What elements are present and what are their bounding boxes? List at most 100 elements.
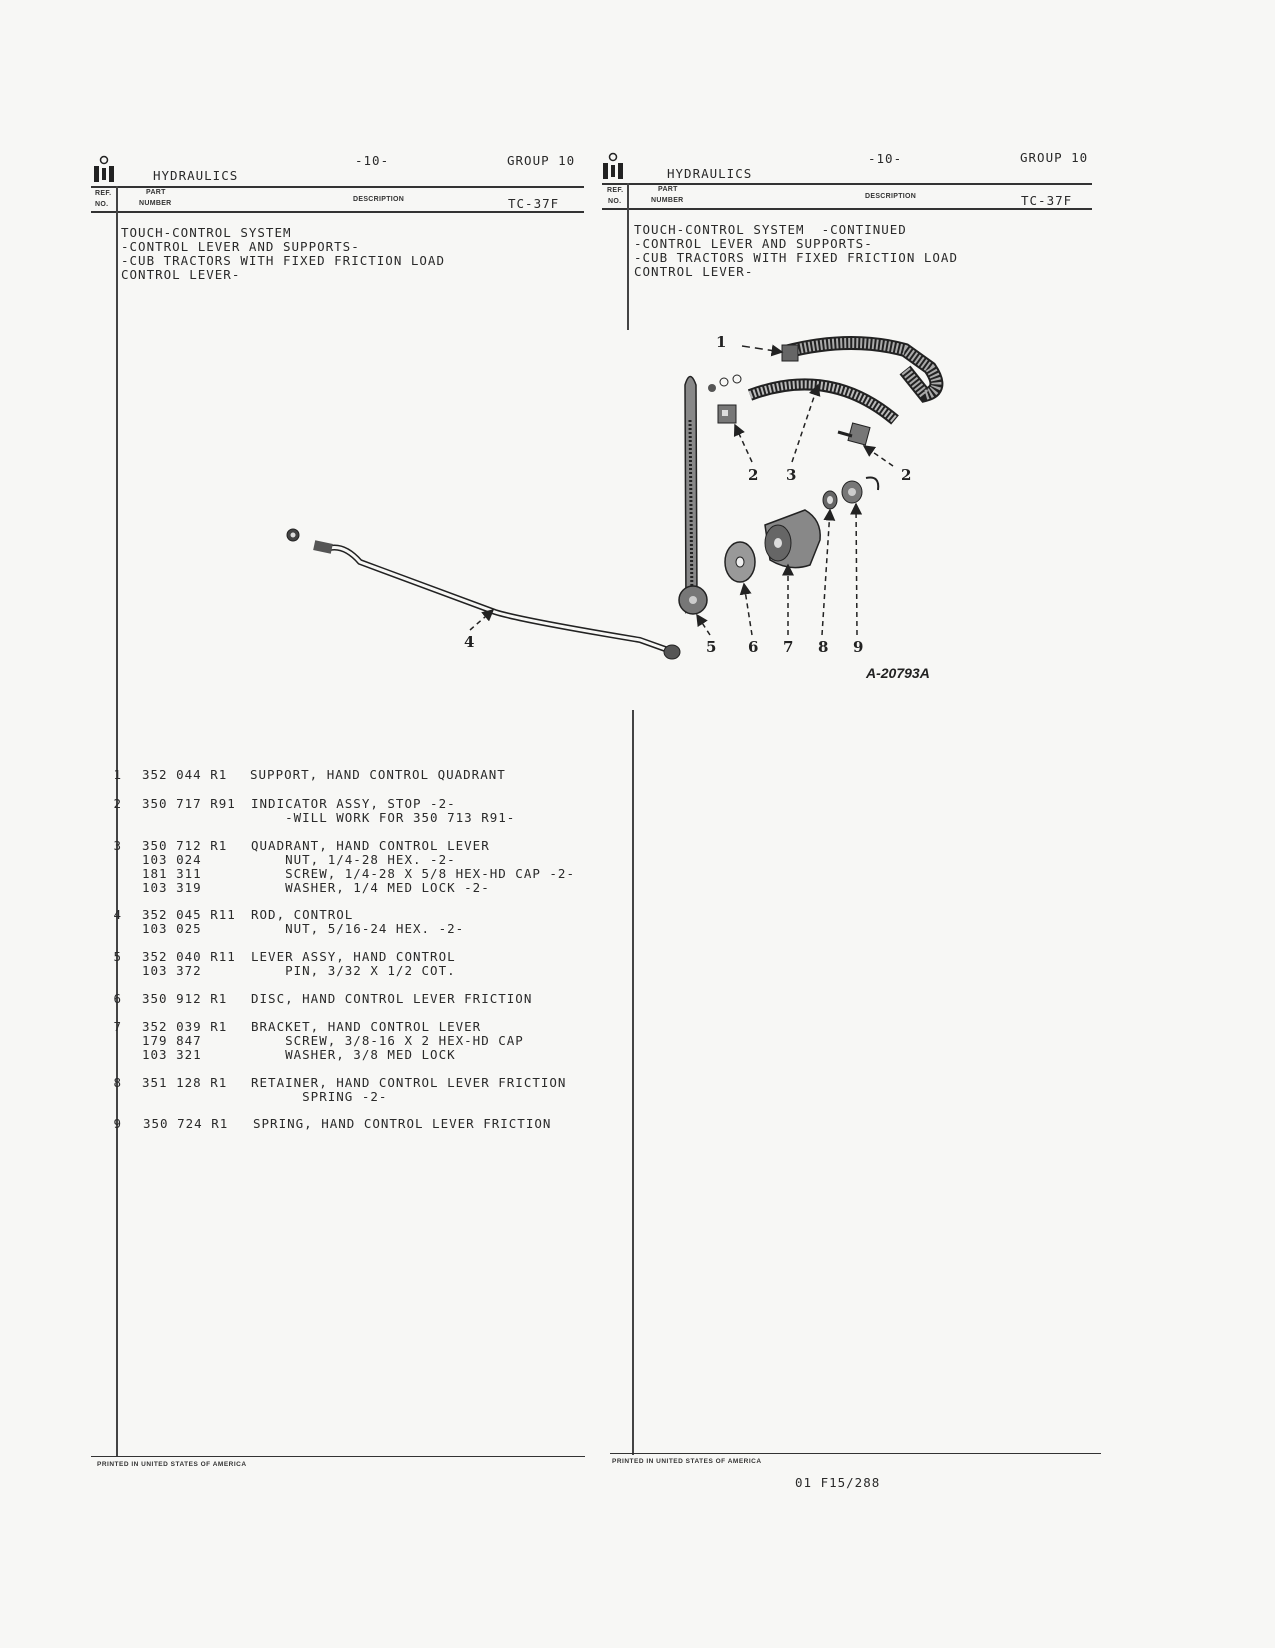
callout-9: 9 — [853, 638, 864, 656]
part-number: 103 319 — [142, 880, 202, 895]
left-col-ref-1: REF. — [95, 190, 112, 197]
callout-7: 7 — [783, 638, 794, 656]
nut-drawing — [708, 384, 716, 392]
left-heading-line-3: -CUB TRACTORS WITH FIXED FRICTION LOAD — [121, 253, 445, 268]
ih-logo-icon — [603, 152, 623, 179]
right-heading-line-4: CONTROL LEVER- — [634, 264, 754, 279]
part-description: RETAINER, HAND CONTROL LEVER FRICTION — [251, 1075, 567, 1090]
hand-lever-drawing — [678, 375, 708, 615]
left-col-part-1: PART — [146, 189, 166, 196]
left-footer-rule — [91, 1456, 585, 1457]
part-number: 352 039 R1 — [142, 1019, 228, 1034]
left-header-rule-top — [91, 186, 584, 188]
part-description: SCREW, 3/8-16 X 2 HEX-HD CAP — [251, 1033, 524, 1048]
part-number: 179 847 — [142, 1033, 202, 1048]
right-section-title: HYDRAULICS — [667, 166, 753, 181]
right-col-part-2: NUMBER — [651, 197, 684, 204]
part-ref: 1 — [113, 767, 122, 782]
part-ref: 7 — [113, 1019, 122, 1034]
callout-3: 3 — [786, 466, 797, 484]
part-ref: 3 — [113, 838, 122, 853]
part-number: 352 045 R11 — [142, 907, 236, 922]
exploded-parts-illustration — [286, 336, 944, 660]
part-ref: 6 — [113, 991, 122, 1006]
part-number: 350 724 R1 — [143, 1116, 229, 1131]
left-header-rule-bottom — [91, 211, 584, 213]
left-heading-line-1: TOUCH-CONTROL SYSTEM — [121, 225, 292, 240]
part-ref: 9 — [113, 1116, 122, 1131]
part-number: 352 044 R1 — [142, 767, 228, 782]
left-col-desc: DESCRIPTION — [353, 196, 405, 203]
callout-1: 1 — [716, 333, 727, 351]
right-header-rule-top — [602, 183, 1092, 185]
part-description: SUPPORT, HAND CONTROL QUADRANT — [250, 767, 506, 782]
left-section-title: HYDRAULICS — [153, 168, 239, 183]
document-code: 01 F15/288 — [795, 1475, 881, 1490]
right-heading-line-3: -CUB TRACTORS WITH FIXED FRICTION LOAD — [634, 250, 958, 265]
part-description: BRACKET, HAND CONTROL LEVER — [251, 1019, 482, 1034]
part-number: 350 712 R1 — [142, 838, 228, 853]
part-description: SPRING -2- — [251, 1089, 388, 1104]
right-heading-line-1: TOUCH-CONTROL SYSTEM -CONTINUED — [634, 222, 907, 237]
left-group-label: GROUP 10 — [507, 153, 576, 168]
right-printed-notice: PRINTED IN UNITED STATES OF AMERICA — [612, 1458, 762, 1465]
part-description: QUADRANT, HAND CONTROL LEVER — [251, 838, 490, 853]
washer-drawing — [732, 374, 742, 384]
right-page-number: -10- — [868, 151, 903, 166]
lever-bracket-drawing — [764, 509, 821, 569]
part-description: PIN, 3/32 X 1/2 COT. — [251, 963, 456, 978]
part-number: 181 311 — [142, 866, 202, 881]
part-description: LEVER ASSY, HAND CONTROL — [251, 949, 456, 964]
left-page-number: -10- — [355, 153, 390, 168]
part-description: INDICATOR ASSY, STOP -2- — [251, 796, 456, 811]
part-number: 351 128 R1 — [142, 1075, 228, 1090]
right-footer-rule — [610, 1453, 1101, 1454]
leader-lines — [469, 344, 894, 636]
callout-2-right: 2 — [901, 466, 912, 484]
control-rod-drawing — [286, 528, 681, 660]
right-heading-line-2: -CONTROL LEVER AND SUPPORTS- — [634, 236, 873, 251]
part-description: -WILL WORK FOR 350 713 R91- — [251, 810, 516, 825]
part-description: NUT, 5/16-24 HEX. -2- — [251, 921, 465, 936]
friction-retainer-drawing — [822, 490, 838, 510]
ih-logo-icon — [94, 155, 114, 182]
left-col-ref-2: NO. — [95, 201, 109, 208]
support-bracket-drawing — [781, 336, 944, 403]
left-printed-notice: PRINTED IN UNITED STATES OF AMERICA — [97, 1461, 247, 1468]
figure-code: A-20793A — [866, 665, 930, 681]
part-description: SCREW, 1/4-28 X 5/8 HEX-HD CAP -2- — [251, 866, 575, 881]
right-col-part-1: PART — [658, 186, 678, 193]
right-col-ref-2: NO. — [608, 198, 622, 205]
quadrant-drawing — [747, 378, 899, 425]
part-description: NUT, 1/4-28 HEX. -2- — [251, 852, 456, 867]
part-ref: 8 — [113, 1075, 122, 1090]
right-header-rule-bottom — [602, 208, 1092, 210]
part-number: 103 372 — [142, 963, 202, 978]
left-heading-line-2: -CONTROL LEVER AND SUPPORTS- — [121, 239, 360, 254]
callout-2-left: 2 — [748, 466, 759, 484]
callout-4: 4 — [464, 633, 475, 651]
callout-5: 5 — [706, 638, 717, 656]
part-number: 103 024 — [142, 852, 202, 867]
right-ref-col-divider-upper — [627, 183, 629, 330]
right-col-ref-1: REF. — [607, 187, 624, 194]
right-col-desc: DESCRIPTION — [865, 193, 917, 200]
part-ref: 5 — [113, 949, 122, 964]
part-description: WASHER, 1/4 MED LOCK -2- — [251, 880, 490, 895]
left-ref-col-divider — [116, 186, 118, 1456]
part-description: SPRING, HAND CONTROL LEVER FRICTION — [253, 1116, 552, 1131]
left-heading-line-4: CONTROL LEVER- — [121, 267, 241, 282]
part-ref: 4 — [113, 907, 122, 922]
parts-list: 1 352 044 R1 SUPPORT, HAND CONTROL QUADR… — [0, 0, 640, 1200]
friction-disc-drawing — [724, 541, 756, 583]
part-number: 352 040 R11 — [142, 949, 236, 964]
part-number: 103 321 — [142, 1047, 202, 1062]
right-page-code: TC-37F — [1021, 193, 1073, 208]
part-number: 350 912 R1 — [142, 991, 228, 1006]
right-group-label: GROUP 10 — [1020, 150, 1089, 165]
stop-indicator-right-drawing — [837, 422, 871, 446]
part-number: 350 717 R91 — [142, 796, 236, 811]
right-ref-col-divider-lower — [632, 710, 634, 1455]
stop-indicator-left-drawing — [717, 404, 737, 424]
washer-drawing — [719, 377, 729, 387]
